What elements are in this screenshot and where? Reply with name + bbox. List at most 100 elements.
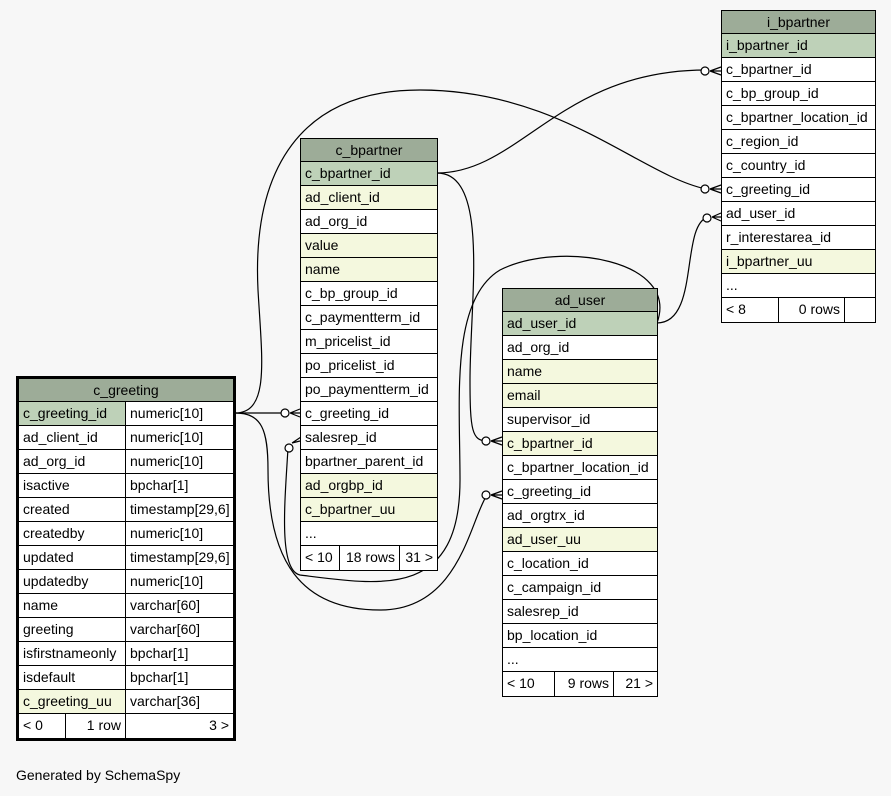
column-name[interactable]: c_greeting_id: [19, 402, 125, 425]
column-row[interactable]: m_pricelist_id: [301, 330, 437, 354]
column-row[interactable]: i_bpartner_id: [722, 34, 875, 58]
parents-link[interactable]: < 8: [726, 301, 746, 317]
column-name[interactable]: name: [503, 360, 657, 383]
column-name[interactable]: i_bpartner_uu: [722, 250, 875, 273]
column-name[interactable]: updated: [23, 549, 74, 565]
column-row[interactable]: value: [301, 234, 437, 258]
table-title[interactable]: i_bpartner: [722, 11, 875, 34]
table-i-bpartner[interactable]: i_bpartner i_bpartner_id c_bpartner_id c_b…: [721, 10, 876, 323]
column-name[interactable]: ad_client_id: [23, 429, 98, 445]
column-row[interactable]: ...: [301, 522, 437, 546]
column-row[interactable]: c_country_id: [722, 154, 875, 178]
column-name[interactable]: c_region_id: [726, 133, 799, 149]
column-name[interactable]: name: [301, 258, 437, 281]
column-row[interactable]: c_campaign_id: [503, 576, 657, 600]
column-name[interactable]: c_bpartner_uu: [301, 498, 437, 521]
column-name[interactable]: ad_user_id: [726, 205, 796, 221]
column-row[interactable]: c_bp_group_id: [301, 282, 437, 306]
column-name[interactable]: m_pricelist_id: [305, 333, 391, 349]
column-row[interactable]: r_interestarea_id: [722, 226, 875, 250]
table-title[interactable]: ad_user: [503, 289, 657, 312]
children-link[interactable]: [844, 298, 875, 322]
column-name[interactable]: createdby: [23, 525, 85, 541]
column-name[interactable]: c_bpartner_id: [726, 61, 812, 77]
column-row[interactable]: ad_user_id: [503, 312, 657, 336]
column-row[interactable]: ad_orgtrx_id: [503, 504, 657, 528]
column-name[interactable]: email: [503, 384, 657, 407]
column-name[interactable]: c_bpartner_location_id: [726, 109, 868, 125]
column-row[interactable]: ad_client_id: [301, 186, 437, 210]
column-name[interactable]: isfirstnameonly: [23, 645, 117, 661]
column-name[interactable]: ...: [507, 651, 519, 667]
column-row[interactable]: ad_user_id: [722, 202, 875, 226]
column-name[interactable]: i_bpartner_id: [722, 34, 875, 57]
column-row[interactable]: ...: [722, 274, 875, 298]
column-name[interactable]: salesrep_id: [305, 429, 377, 445]
column-name[interactable]: c_bpartner_location_id: [507, 459, 649, 475]
parents-link[interactable]: < 0: [23, 717, 43, 733]
column-row[interactable]: po_paymentterm_id: [301, 378, 437, 402]
table-title[interactable]: c_bpartner: [301, 139, 437, 162]
column-row[interactable]: c_bpartner_uu: [301, 498, 437, 522]
column-row[interactable]: name: [301, 258, 437, 282]
column-row[interactable]: c_greeting_id: [722, 178, 875, 202]
column-row[interactable]: c_greeting_id: [503, 480, 657, 504]
column-row[interactable]: i_bpartner_uu: [722, 250, 875, 274]
column-name[interactable]: c_paymentterm_id: [305, 309, 421, 325]
column-row[interactable]: c_bpartner_id: [722, 58, 875, 82]
column-name[interactable]: value: [301, 234, 437, 257]
column-name[interactable]: c_greeting_id: [507, 483, 592, 499]
children-link[interactable]: 31 >: [399, 546, 437, 570]
column-name[interactable]: ad_org_id: [507, 339, 570, 355]
column-name[interactable]: ...: [305, 525, 317, 541]
column-row[interactable]: c_bpartner_id: [301, 162, 437, 186]
column-name[interactable]: ad_client_id: [301, 186, 437, 209]
column-row[interactable]: c_bpartner_id: [503, 432, 657, 456]
column-name[interactable]: c_campaign_id: [507, 579, 602, 595]
column-row[interactable]: c_bpartner_location_id: [503, 456, 657, 480]
column-name[interactable]: c_location_id: [507, 555, 589, 571]
column-name[interactable]: c_bpartner_id: [503, 432, 657, 455]
column-row[interactable]: ad_org_id: [503, 336, 657, 360]
parents-link[interactable]: < 10: [507, 675, 535, 691]
column-name[interactable]: ad_orgbp_id: [301, 474, 437, 497]
children-link[interactable]: 21 >: [613, 672, 657, 696]
column-name[interactable]: isactive: [23, 477, 70, 493]
column-name[interactable]: c_bp_group_id: [726, 85, 819, 101]
column-name[interactable]: bpartner_parent_id: [305, 453, 424, 469]
column-row[interactable]: c_bpartner_location_id: [722, 106, 875, 130]
column-row[interactable]: bp_location_id: [503, 624, 657, 648]
column-name[interactable]: greeting: [23, 621, 74, 637]
column-name[interactable]: ad_user_id: [503, 312, 657, 335]
column-name[interactable]: ...: [726, 277, 738, 293]
column-name[interactable]: po_paymentterm_id: [305, 381, 429, 397]
column-row[interactable]: po_pricelist_id: [301, 354, 437, 378]
column-name[interactable]: updatedby: [23, 573, 89, 589]
parents-link[interactable]: < 10: [305, 549, 333, 565]
column-row[interactable]: ad_orgbp_id: [301, 474, 437, 498]
column-row[interactable]: bpartner_parent_id: [301, 450, 437, 474]
column-row[interactable]: salesrep_id: [301, 426, 437, 450]
column-name[interactable]: isdefault: [23, 669, 76, 685]
column-name[interactable]: c_bp_group_id: [305, 285, 398, 301]
column-row[interactable]: c_greeting_id: [301, 402, 437, 426]
column-name[interactable]: ad_user_uu: [503, 528, 657, 551]
column-name[interactable]: ad_orgtrx_id: [507, 507, 585, 523]
column-row[interactable]: c_paymentterm_id: [301, 306, 437, 330]
column-name[interactable]: c_greeting_uu: [19, 690, 125, 713]
column-row[interactable]: supervisor_id: [503, 408, 657, 432]
column-row[interactable]: ad_org_id: [301, 210, 437, 234]
column-name[interactable]: ad_org_id: [23, 453, 86, 469]
column-name[interactable]: r_interestarea_id: [726, 229, 832, 245]
column-row[interactable]: salesrep_id: [503, 600, 657, 624]
